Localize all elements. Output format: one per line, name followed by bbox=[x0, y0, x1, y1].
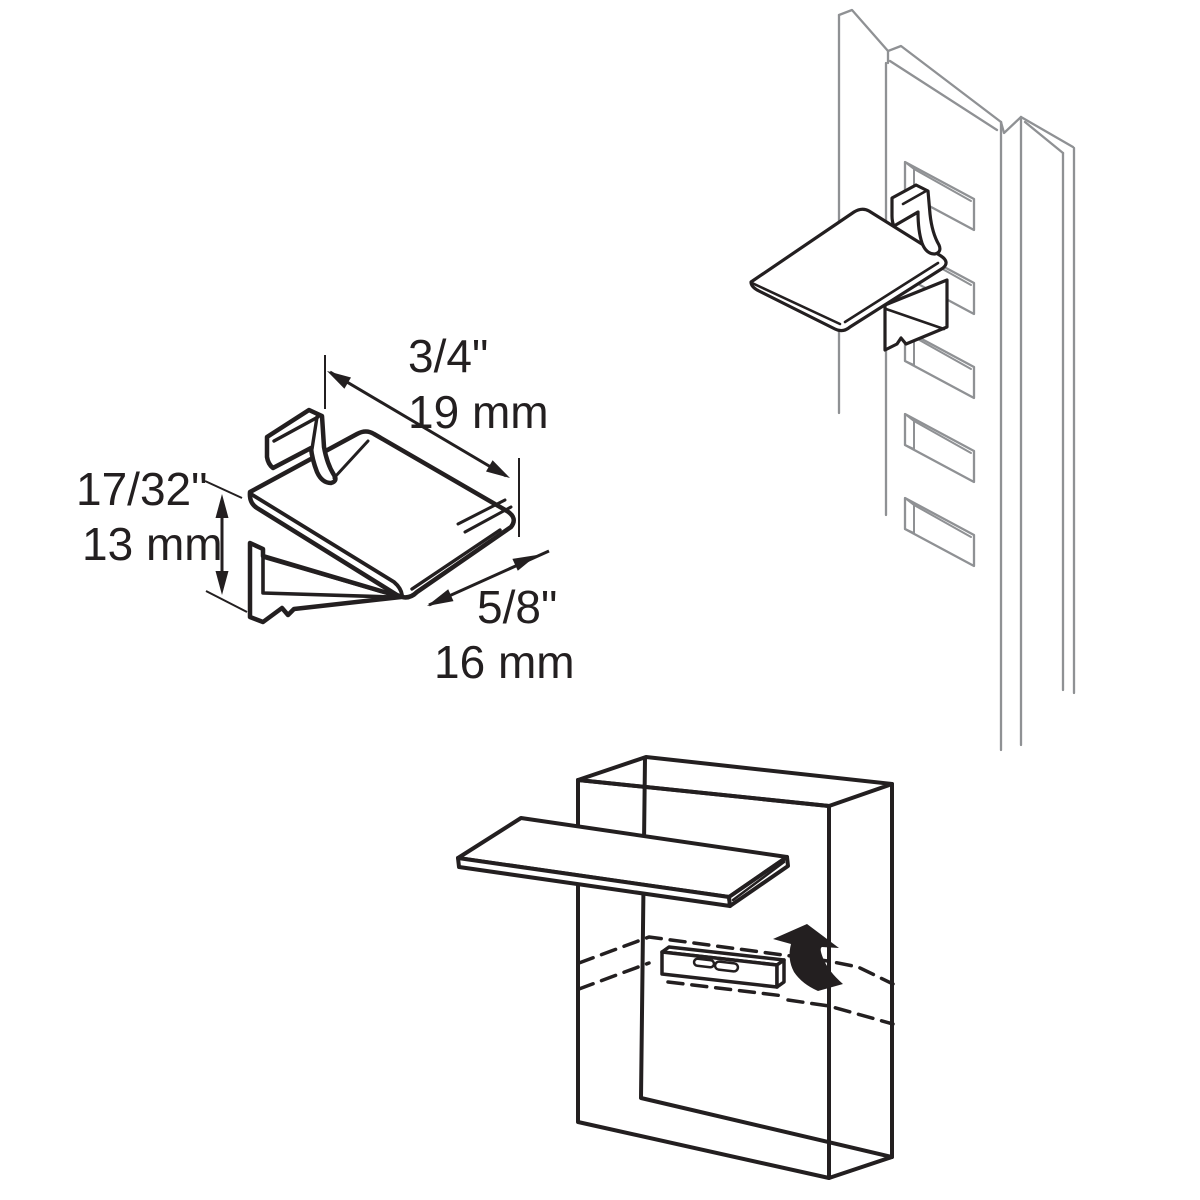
mounted-shelf-clip bbox=[749, 183, 949, 352]
arrowhead-icon bbox=[215, 494, 229, 518]
mounted-clip-rear-tab bbox=[890, 183, 942, 256]
dimension-label-bottom-depth-mm: 16 mm bbox=[434, 636, 575, 688]
bar-slot bbox=[692, 957, 716, 969]
dimension-annotations: 3/4" 19 mm 17/32" 13 mm 5/8" 16 mm bbox=[76, 330, 575, 688]
section-dash-lines bbox=[577, 935, 895, 1026]
arrowhead-icon bbox=[486, 460, 510, 478]
bar-slot bbox=[713, 960, 740, 973]
mounted-clip-plate bbox=[749, 207, 948, 333]
clip-rear-tab bbox=[264, 407, 370, 486]
pilaster-clip-illustration bbox=[749, 8, 1076, 752]
pilaster-slot bbox=[903, 160, 976, 232]
pilaster-slot bbox=[903, 496, 976, 568]
dimension-label-side-height-mm: 13 mm bbox=[82, 518, 223, 570]
dimension-label-side-height-in: 17/32" bbox=[76, 463, 207, 515]
clip-dimension-drawing: 3/4" 19 mm 17/32" 13 mm 5/8" 16 mm bbox=[76, 330, 575, 688]
cabinet-installation-illustration bbox=[456, 755, 895, 1180]
dimension-top-width bbox=[327, 370, 510, 478]
pilaster-slot bbox=[903, 412, 976, 484]
dimension-label-top-width-in: 3/4" bbox=[408, 330, 488, 382]
dimension-side-height bbox=[215, 494, 229, 595]
clip-support-leg bbox=[247, 540, 404, 625]
dimension-bottom-depth bbox=[427, 549, 550, 607]
insert-arrow-icon bbox=[773, 924, 843, 991]
shelf-board bbox=[456, 816, 790, 908]
arrowhead-icon bbox=[327, 371, 351, 389]
arrowhead-icon bbox=[512, 555, 537, 571]
pilaster-slots bbox=[903, 160, 976, 568]
arrowhead-icon bbox=[215, 571, 229, 595]
pilaster-standard bbox=[837, 8, 1076, 752]
arrowhead-icon bbox=[427, 589, 454, 606]
extension-lines bbox=[204, 355, 520, 613]
dimension-label-top-width-mm: 19 mm bbox=[408, 386, 549, 438]
dimension-label-bottom-depth-in: 5/8" bbox=[477, 581, 557, 633]
pilaster-bar-slots bbox=[692, 957, 740, 973]
mounted-clip-support-leg bbox=[883, 278, 949, 352]
pilaster-bar bbox=[660, 945, 786, 989]
